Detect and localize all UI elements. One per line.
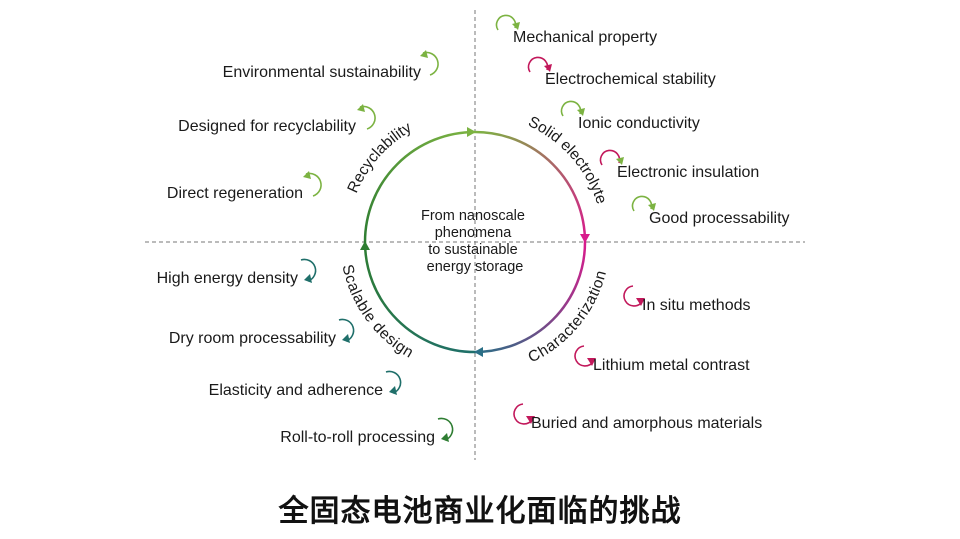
arrowhead-right [580, 234, 590, 243]
cycle-arrowhead-icon [304, 274, 312, 283]
list-item: Good processability [631, 195, 790, 227]
item-label: Electronic insulation [617, 164, 759, 181]
cycle-arrow-icon [495, 14, 517, 31]
list-item: Environmental sustainability [223, 50, 439, 81]
cycle-arrowhead-icon [512, 22, 520, 30]
cycle-arrow-icon [437, 417, 454, 441]
center-text-line: to sustainable [428, 242, 517, 258]
center-text-line: energy storage [427, 259, 524, 275]
center-text: From nanoscale phenomena to sustainable … [421, 208, 529, 275]
arc-recyclability [363, 130, 476, 243]
cycle-arrowhead-icon [648, 203, 656, 211]
cycle-arrowhead-icon [342, 334, 350, 343]
cycle-arrow-icon [527, 56, 549, 73]
cycle-arrowhead-icon [389, 386, 397, 395]
arrowhead-bottom [474, 347, 483, 357]
list-item: Lithium metal contrast [574, 345, 750, 374]
item-label: High energy density [157, 270, 298, 287]
item-label: Designed for recyclability [178, 118, 356, 135]
cycle-arrow-icon [422, 51, 439, 76]
center-text-line: From nanoscale [421, 208, 525, 224]
cycle-arrow-icon [631, 195, 653, 212]
arrowhead-left [360, 241, 370, 250]
list-item: Ionic conductivity [560, 100, 700, 132]
arc-label-scalable-design: Scalable design [338, 263, 416, 362]
arc-label-characterization-text: Characterization [526, 269, 611, 367]
cycle-arrowhead-icon [441, 433, 449, 442]
list-item: Electrochemical stability [527, 56, 716, 88]
list-item: Direct regeneration [167, 171, 322, 202]
caption-title: 全固态电池商业化面临的挑战 [278, 494, 682, 529]
cycle-arrow-icon [338, 318, 355, 342]
cycle-arrowhead-icon [587, 358, 596, 366]
cycle-arrow-icon [305, 172, 322, 197]
item-label: Elasticity and adherence [209, 382, 383, 399]
cycle-arrow-icon [574, 345, 594, 367]
cycle-circle [360, 127, 590, 357]
cycle-arrowhead-icon [577, 108, 585, 116]
cycle-arrowhead-icon [636, 298, 645, 306]
list-item: Elasticity and adherence [209, 370, 402, 399]
cycle-arrowhead-icon [544, 64, 552, 72]
arc-scalable-design [363, 241, 476, 354]
item-label: Dry room processability [169, 330, 336, 347]
item-label: Roll-to-roll processing [280, 429, 435, 446]
cycle-arrowhead-icon [357, 104, 365, 112]
arrowhead-top [467, 127, 476, 137]
arc-label-characterization: Characterization [526, 269, 611, 367]
item-label: Mechanical property [513, 29, 657, 46]
cycle-arrowhead-icon [616, 157, 624, 165]
list-item: Dry room processability [169, 318, 355, 347]
list-item: In situ methods [623, 285, 751, 314]
cycle-arrow-icon [623, 285, 643, 307]
cycle-arrowhead-icon [303, 171, 311, 179]
item-label: Ionic conductivity [578, 115, 700, 132]
item-label: Lithium metal contrast [593, 357, 750, 374]
list-item: Buried and amorphous materials [513, 403, 762, 432]
cycle-arrow-icon [513, 403, 533, 425]
item-label: Buried and amorphous materials [531, 415, 762, 432]
list-item: Designed for recyclability [178, 104, 376, 135]
item-label: Electrochemical stability [545, 71, 716, 88]
cycle-arrowhead-icon [420, 50, 428, 58]
list-item: Electronic insulation [599, 149, 759, 181]
item-label: Direct regeneration [167, 185, 303, 202]
list-item: High energy density [157, 258, 317, 287]
item-label: In situ methods [642, 297, 751, 314]
cycle-arrow-icon [300, 258, 317, 282]
list-item: Mechanical property [495, 14, 657, 46]
item-label: Environmental sustainability [223, 64, 421, 81]
arc-characterization [474, 241, 587, 354]
cycle-arrow-icon [359, 105, 376, 130]
cycle-arrow-icon [385, 370, 402, 394]
cycle-arrow-icon [560, 100, 582, 117]
arc-label-scalable-design-text: Scalable design [338, 263, 416, 362]
list-item: Roll-to-roll processing [280, 417, 454, 446]
item-label: Good processability [649, 210, 790, 227]
cycle-arrowhead-icon [526, 416, 535, 424]
center-text-line: phenomena [435, 225, 513, 241]
cycle-arrow-icon [599, 149, 621, 166]
arc-solid-electrolyte [474, 130, 587, 243]
